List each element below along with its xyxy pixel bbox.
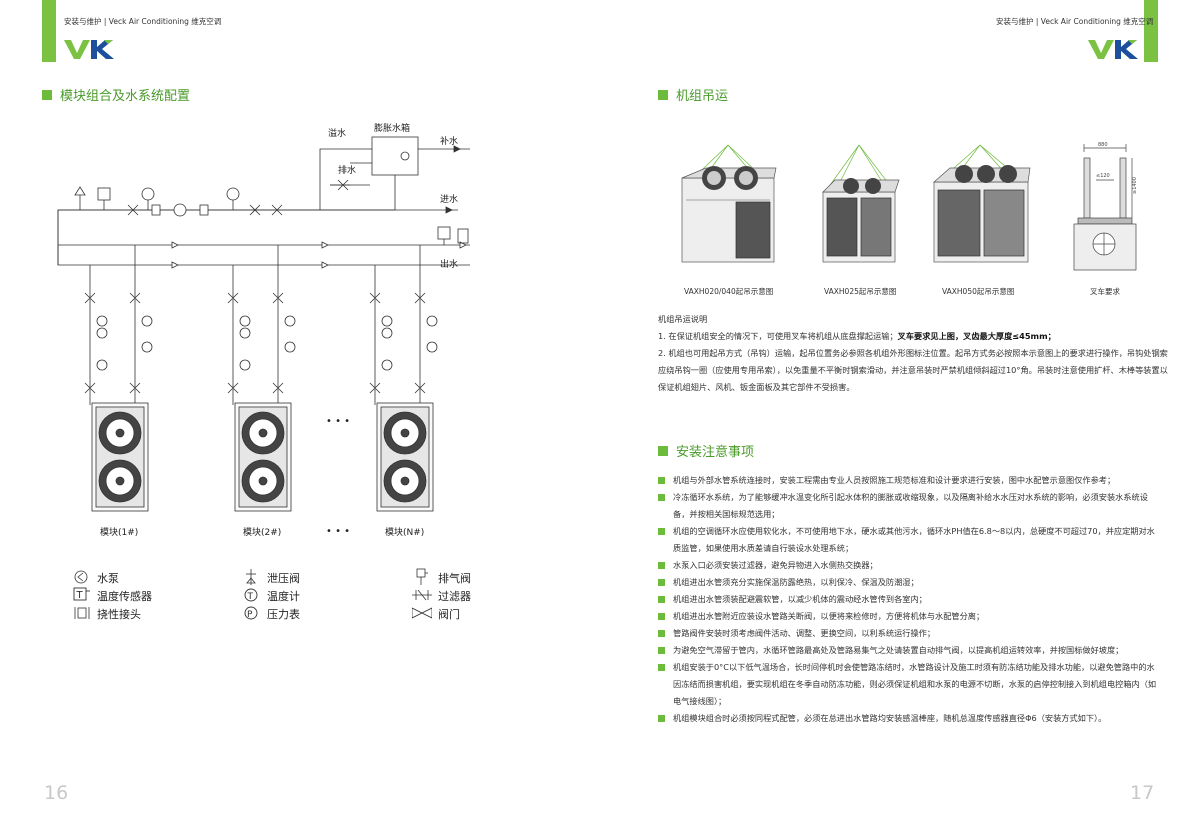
list-item: 机组进出水管附近应装设水管路关断阀，以便将来检修时，方便将机体与水配管分离； <box>658 608 1158 625</box>
lifting-notes: 机组吊运说明 1. 在保证机组安全的情况下，可使用叉车将机组从底盘撑起运输；叉车… <box>658 311 1168 396</box>
note-2: 2. 机组也可用起吊方式（吊钩）运输，起吊位置务必参照各机组外形图标注位置。起吊… <box>658 348 1168 392</box>
module-label-2: 模块(2#) <box>243 528 282 538</box>
bullet-square-icon <box>658 647 665 654</box>
legend-label: 挠性接头 <box>97 608 141 621</box>
section-title-precautions: 安装注意事项 <box>658 441 754 460</box>
list-item: 机组与外部水管系统连接时，安装工程需由专业人员按照施工规范标准和设计要求进行安装… <box>658 472 1158 489</box>
flex-joint-icon <box>74 607 90 619</box>
bullet-square-icon <box>658 630 665 637</box>
caption-vaxh050: VAXH050起吊示意图 <box>942 287 1015 296</box>
section-marker <box>658 445 668 456</box>
module-label-1: 模块(1#) <box>100 528 139 538</box>
lifting-image-vaxh025 <box>822 144 900 263</box>
bullet-square-icon <box>658 596 665 603</box>
filter-icon <box>412 589 432 601</box>
label-inlet: 进水 <box>440 195 459 205</box>
bullet-square-icon <box>658 664 665 671</box>
brand-logo <box>64 40 114 59</box>
bullet-square-icon <box>658 579 665 586</box>
list-item: 管路阀件安装时须考虑阀件活动、调整、更换空间，以利系统运行操作； <box>658 625 1158 642</box>
temp-sensor-icon: T <box>73 587 90 601</box>
list-item: 机组进出水管须充分实施保温防露绝热，以利保冷、保温及防潮湿； <box>658 574 1158 591</box>
caption-vaxh025: VAXH025起吊示意图 <box>824 287 897 296</box>
legend-label: 过滤器 <box>438 590 471 603</box>
section-title-lifting: 机组吊运 <box>658 85 728 104</box>
list-item: 冷冻循环水系统，为了能够缓冲水温变化所引起水体积的膨胀或收缩现象，以及隔离补给水… <box>658 489 1158 523</box>
air-vent-icon <box>416 568 428 585</box>
svg-text:≤120: ≤120 <box>1096 173 1110 179</box>
label-outlet: 出水 <box>440 260 459 270</box>
svg-text:T: T <box>247 592 254 602</box>
valve-icon <box>412 607 432 619</box>
svg-text:880: 880 <box>1098 142 1108 148</box>
left-page: 安装与维护 | Veck Air Conditioning 维克空调 模块组合及… <box>42 0 471 804</box>
lifting-image-vaxh020 <box>681 144 777 263</box>
legend-label: 温度计 <box>267 590 300 603</box>
lifting-image-vaxh050 <box>933 144 1031 263</box>
pressure-gauge-icon: P <box>244 606 258 620</box>
list-item: 机组进出水管须装配避震软管，以减少机体的震动经水管传到各室内； <box>658 591 1158 608</box>
list-item: 机组模块组合时必须按同程式配管，必须在总进出水管路均安装感温棒座，随机总温度传感… <box>658 710 1158 727</box>
header-accent-bar <box>1144 0 1158 62</box>
relief-valve-icon <box>246 569 256 585</box>
precaution-list: 机组与外部水管系统连接时，安装工程需由专业人员按照施工规范标准和设计要求进行安装… <box>658 472 1158 727</box>
pump-icon <box>74 570 88 584</box>
bullet-square-icon <box>658 528 665 535</box>
forklift-diagram: 880 ≤120 ≥1400 <box>1073 142 1138 271</box>
list-item: 机组的空调循环水应使用软化水，不可使用地下水，硬水或其他污水，循环水PH值在6.… <box>658 523 1158 557</box>
section-marker <box>658 89 668 100</box>
brand-logo <box>1088 40 1138 59</box>
header-text: 安装与维护 | Veck Air Conditioning 维克空调 <box>996 17 1154 26</box>
label-drain: 排水 <box>338 166 357 176</box>
caption-vaxh020: VAXH020/040起吊示意图 <box>684 287 774 296</box>
page-number: 17 <box>1130 782 1155 804</box>
bullet-square-icon <box>658 562 665 569</box>
legend-label: 泄压阀 <box>267 572 300 585</box>
bullet-square-icon <box>658 477 665 484</box>
header-accent-bar <box>42 0 56 62</box>
legend-label: 排气阀 <box>438 572 471 585</box>
bullet-square-icon <box>658 715 665 722</box>
dots-units: • • • <box>326 416 351 427</box>
list-item: 机组安装于0°C以下低气温场合，长时间停机时会使管路冻结时，水管路设计及施工时须… <box>658 659 1158 710</box>
bullet-square-icon <box>658 494 665 501</box>
module-label-n: 模块(N#) <box>385 528 425 538</box>
dots-labels: • • • <box>326 526 351 537</box>
notes-title: 机组吊运说明 <box>658 314 708 324</box>
legend-label: 温度传感器 <box>97 590 152 603</box>
list-item: 水泵入口必须安装过滤器，避免异物进入水侧热交换器； <box>658 557 1158 574</box>
legend-label: 压力表 <box>267 608 300 621</box>
list-item: 为避免空气滞留于管内，水循环管路最高处及管路易集气之处请装置自动排气阀，以提高机… <box>658 642 1158 659</box>
svg-text:≥1400: ≥1400 <box>1132 177 1138 194</box>
thermometer-icon: T <box>244 588 258 602</box>
caption-forklift: 叉车要求 <box>1090 287 1120 296</box>
section-title-water-system: 模块组合及水系统配置 <box>42 85 190 104</box>
label-makeup-water: 补水 <box>440 137 459 147</box>
svg-text:T: T <box>76 590 84 601</box>
bullet-square-icon <box>658 613 665 620</box>
legend-label: 阀门 <box>438 608 460 621</box>
water-system-diagram <box>57 136 470 512</box>
note-1: 1. 在保证机组安全的情况下，可使用叉车将机组从底盘撑起运输；叉车要求见上图，叉… <box>658 331 1056 341</box>
svg-text:P: P <box>247 610 253 620</box>
right-page: 安装与维护 | Veck Air Conditioning 维克空调 <box>600 0 1200 814</box>
label-expansion-tank: 膨胀水箱 <box>374 124 411 134</box>
header-text: 安装与维护 | Veck Air Conditioning 维克空调 <box>64 17 222 26</box>
label-overflow: 溢水 <box>328 129 347 139</box>
legend-label: 水泵 <box>97 572 119 585</box>
section-marker <box>42 89 52 100</box>
note-1-emphasis: 叉车要求见上图，叉齿最大厚度≤45mm； <box>897 331 1056 341</box>
page-number: 16 <box>44 782 69 804</box>
